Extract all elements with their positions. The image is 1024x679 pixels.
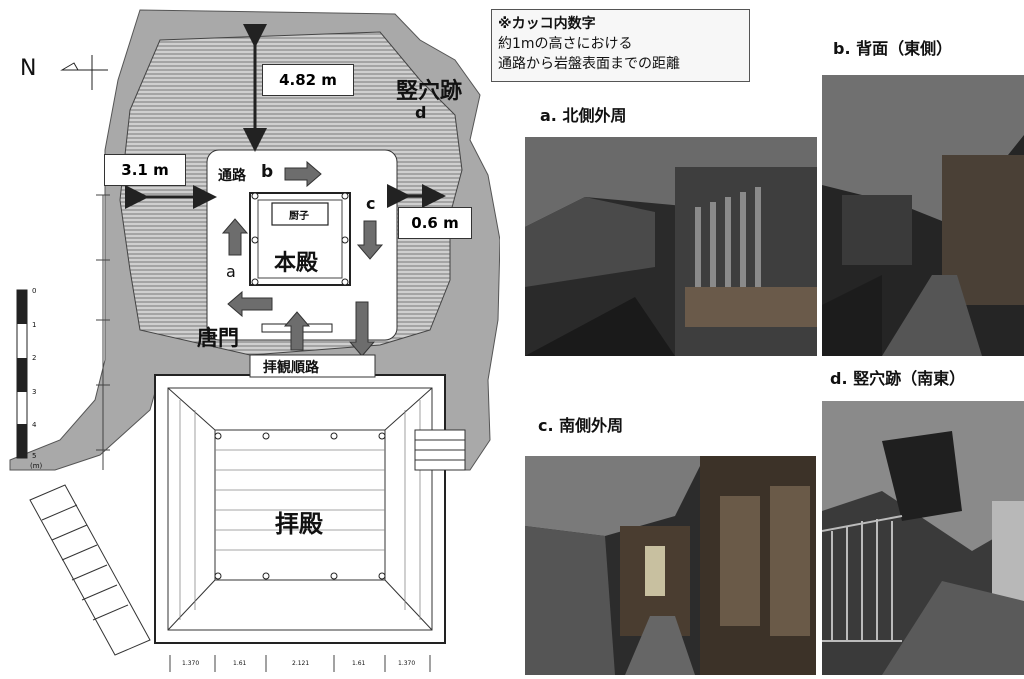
letter-d: d [415, 103, 427, 122]
dim-top-label: 4.82 m [262, 64, 354, 96]
photo-a [525, 137, 817, 356]
bottom-dim-5: 1.370 [398, 660, 416, 667]
arrow-b-right [284, 160, 322, 188]
arrow-c-down [356, 220, 384, 260]
note-line-3: 通路から岩盤表面までの距離 [498, 56, 680, 72]
tateana-label: 竪穴跡 [396, 79, 463, 104]
west-stairs [29, 484, 151, 656]
scale-tick-3: 3 [32, 388, 37, 396]
photo-b-caption: b. 背面（東側） [833, 39, 953, 58]
arrow-west [227, 290, 273, 318]
photo-b [822, 75, 1024, 356]
note-line-2: 約1mの高さにおける [498, 36, 633, 52]
arrow-a-up [221, 218, 249, 256]
bottom-dim-3: 2.121 [292, 660, 310, 667]
passage-label: 通路 [218, 168, 246, 184]
photo-a-caption: a. 北側外周 [540, 106, 627, 125]
haiden-outline [154, 374, 446, 644]
dim-south-label: 0.6 m [398, 207, 472, 239]
note-line-1: ※カッコ内数字 [498, 16, 596, 32]
scale-tick-2: 2 [32, 354, 37, 362]
honden-label: 本殿 [274, 251, 319, 276]
floor-plan-drawing [9, 9, 501, 672]
arrow-karamon-up [283, 311, 311, 351]
arrow-route-down [348, 301, 376, 357]
bottom-dim-4: 1.61 [352, 660, 366, 667]
scale-unit: (m) [30, 462, 43, 470]
letter-b: b [261, 162, 274, 182]
photo-c-caption: c. 南側外周 [538, 416, 624, 435]
letter-a: a [226, 262, 236, 281]
north-label: N [20, 56, 37, 81]
scale-tick-1: 1 [32, 321, 37, 329]
scale-bar [16, 289, 28, 459]
bottom-dim-1: 1.370 [182, 660, 200, 667]
haiden-label: 拝殿 [275, 510, 323, 538]
zushi-outline [271, 202, 329, 226]
photo-d-caption: d. 竪穴跡（南東） [830, 369, 966, 388]
photo-d [822, 401, 1024, 675]
east-stairs [414, 429, 466, 471]
scale-tick-4: 4 [32, 421, 37, 429]
zushi-label: 厨子 [289, 211, 309, 222]
karamon-label: 唐門 [197, 326, 239, 350]
route-label: 拝観順路 [263, 360, 319, 376]
scale-tick-0: 0 [32, 287, 37, 295]
scale-tick-5: 5 [32, 452, 37, 460]
note-box: ※カッコ内数字 約1mの高さにおける 通路から岩盤表面までの距離 [491, 9, 750, 82]
photo-c [525, 456, 816, 675]
floor-plan: N 本殿 厨子 唐門 拝殿 竪穴跡 通路 拝観順路 a b c d 4.82 m… [0, 0, 501, 675]
dim-north-label: 3.1 m [104, 154, 186, 186]
bottom-dim-2: 1.61 [233, 660, 247, 667]
letter-c: c [366, 194, 376, 213]
